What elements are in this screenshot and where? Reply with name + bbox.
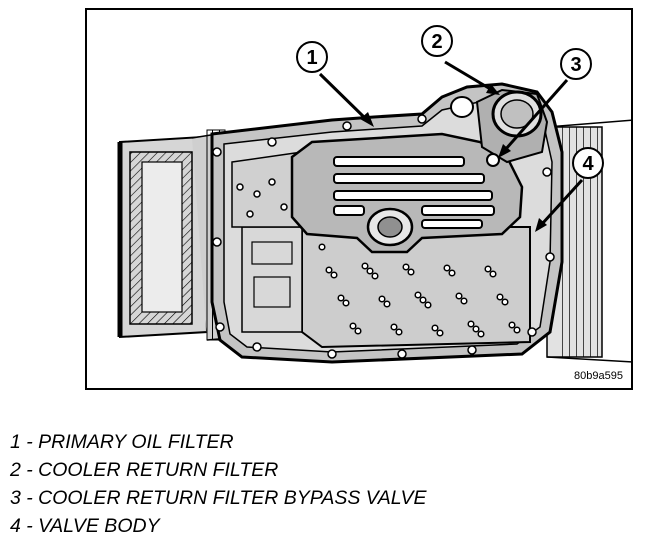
bolt-head <box>436 329 444 337</box>
bolt-head <box>236 183 244 191</box>
figure-frame: 1 2 3 4 80b9a595 <box>85 8 633 390</box>
bolt-head <box>390 323 398 331</box>
bolt-head <box>477 330 485 338</box>
legend-item: 1 - PRIMARY OIL FILTER <box>10 431 234 453</box>
callout-1-number: 1 <box>306 47 317 69</box>
transmission-diagram: 1 2 3 4 <box>117 25 631 364</box>
bolt-head <box>371 272 379 280</box>
bolt-head <box>431 324 439 332</box>
bolt-head <box>402 263 410 271</box>
bolt-head <box>268 178 276 186</box>
pan-rail-bolts <box>212 114 555 359</box>
bolt-head <box>330 271 338 279</box>
bolt-head <box>366 267 374 275</box>
legend-item: 3 - COOLER RETURN FILTER BYPASS VALVE <box>10 487 427 509</box>
callout-4: 4 <box>572 147 604 179</box>
bolt-head <box>342 299 350 307</box>
bolt-head <box>508 321 516 329</box>
figure-code: 80b9a595 <box>574 370 623 382</box>
bolt-head <box>527 327 537 337</box>
bolt-head <box>472 325 480 333</box>
bolt-head <box>542 167 552 177</box>
bolt-head <box>212 237 222 247</box>
legend: 1 - PRIMARY OIL FILTER 2 - COOLER RETURN… <box>10 428 426 540</box>
valve-body <box>231 151 531 349</box>
bolt-head <box>246 210 254 218</box>
bolt-head <box>455 292 463 300</box>
bolt-head <box>361 262 369 270</box>
bolt-head <box>448 269 456 277</box>
callout-3-number: 3 <box>570 54 581 76</box>
callout-3: 3 <box>560 48 592 80</box>
bolt-head <box>318 243 326 251</box>
legend-item: 2 - COOLER RETURN FILTER <box>10 459 279 481</box>
cooler-return-filter <box>450 88 549 167</box>
bolt-head <box>407 268 415 276</box>
bolt-head <box>342 121 352 131</box>
bolt-head <box>325 266 333 274</box>
bolt-head <box>496 293 504 301</box>
bolt-head <box>215 322 225 332</box>
bolt-head <box>545 252 555 262</box>
callout-1: 1 <box>296 41 328 73</box>
bolt-head <box>337 294 345 302</box>
bolt-head <box>467 345 477 355</box>
bolt-head <box>383 300 391 308</box>
bolt-head <box>395 328 403 336</box>
bolt-head <box>443 264 451 272</box>
bolt-head <box>349 322 357 330</box>
bolt-head <box>327 349 337 359</box>
callout-2: 2 <box>421 25 453 57</box>
bolt-head <box>484 265 492 273</box>
valve-body-bolts <box>236 178 521 338</box>
bolt-head <box>253 190 261 198</box>
bolt-head <box>513 326 521 334</box>
bolt-head <box>397 349 407 359</box>
primary-oil-filter <box>290 132 524 254</box>
bolt-head <box>378 295 386 303</box>
bolt-head <box>280 203 288 211</box>
legend-item: 4 - VALVE BODY <box>10 515 160 537</box>
callout-2-number: 2 <box>431 31 442 53</box>
callout-4-number: 4 <box>582 153 594 175</box>
bolt-head <box>267 137 277 147</box>
leader-lines <box>318 60 584 232</box>
bolt-head <box>460 297 468 305</box>
bolt-head <box>354 327 362 335</box>
bolt-head <box>489 270 497 278</box>
bolt-head <box>467 320 475 328</box>
bolt-head <box>252 342 262 352</box>
bolt-head <box>501 298 509 306</box>
bolt-head <box>424 301 432 309</box>
bolt-head <box>419 296 427 304</box>
bolt-head <box>417 114 427 124</box>
bolt-head <box>212 147 222 157</box>
bolt-head <box>414 291 422 299</box>
